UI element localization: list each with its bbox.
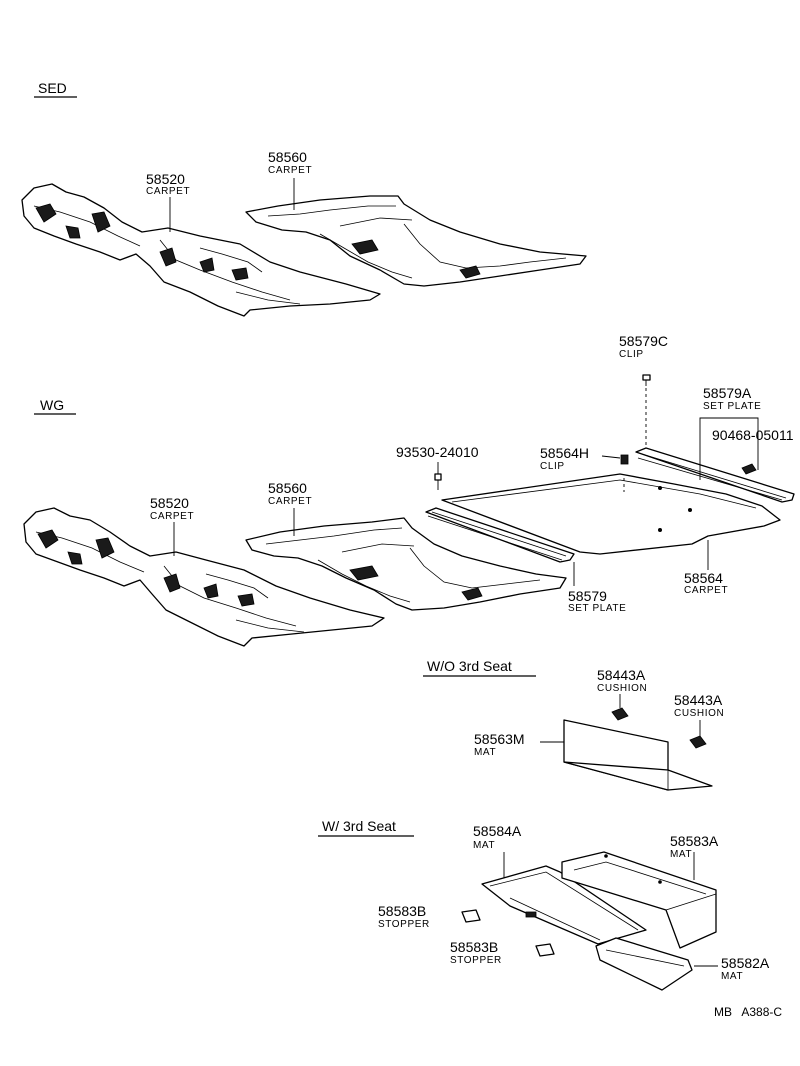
clip-58579c-drawing <box>642 374 651 386</box>
part-number-sed-58520: 58520 <box>146 171 185 187</box>
part-name-58579c: CLIP <box>619 349 644 360</box>
mat-58582a-drawing <box>595 937 693 991</box>
diagram-code: MB A388-C <box>714 1005 782 1019</box>
part-name-wg-58560: CARPET <box>268 496 312 507</box>
mat-58584a-drawing <box>481 865 647 945</box>
mat-58583a-drawing <box>561 851 717 949</box>
part-name-58443a-1: CUSHION <box>597 683 647 694</box>
w-3rd-seat-section: W/ 3rd Seat 58584A MAT 58583A MAT 5 <box>318 818 770 991</box>
part-name-58583b-1: STOPPER <box>378 919 430 930</box>
part-number-58583b-1: 58583B <box>378 903 426 919</box>
part-number-58579: 58579 <box>568 588 607 604</box>
section-title-w-3rd-seat: W/ 3rd Seat <box>322 818 396 834</box>
part-name-58584a: MAT <box>473 840 495 851</box>
part-number-58584a: 58584A <box>473 823 522 839</box>
part-number-90468-05011: 90468-05011 <box>712 427 794 443</box>
wg-front-carpet-drawing <box>23 507 385 647</box>
part-number-58563m: 58563M <box>474 731 525 747</box>
part-name-58579: SET PLATE <box>568 603 626 614</box>
wo-3rd-seat-section: W/O 3rd Seat 58443A CUSHION 58443A CUSHI… <box>423 658 724 791</box>
part-name-58443a-2: CUSHION <box>674 708 724 719</box>
part-number-wg-58520: 58520 <box>150 495 189 511</box>
wg-section: WG 58520 CARPET <box>23 333 795 647</box>
sed-rear-carpet-drawing <box>245 195 587 287</box>
clip-58564h-drawing <box>620 454 629 465</box>
part-number-58583b-2: 58583B <box>450 939 498 955</box>
part-name-58564: CARPET <box>684 585 728 596</box>
set-plate-58579a-drawing <box>635 447 795 503</box>
part-number-wg-58560: 58560 <box>268 480 307 496</box>
part-name-58583b-2: STOPPER <box>450 955 502 966</box>
sed-section: SED 58520 CARPET <box>21 80 587 317</box>
part-name-58583a: MAT <box>670 849 692 860</box>
part-number-58564h: 58564H <box>540 445 589 461</box>
part-number-93530-24010: 93530-24010 <box>396 444 479 460</box>
part-number-58582a: 58582A <box>721 955 770 971</box>
section-title-wo-3rd-seat: W/O 3rd Seat <box>427 658 512 674</box>
cushion-2-drawing <box>689 735 707 749</box>
cushion-1-drawing <box>611 707 629 721</box>
stopper-1-drawing <box>461 909 481 923</box>
stopper-2-drawing <box>535 943 555 957</box>
part-name-wg-58520: CARPET <box>150 511 194 522</box>
part-name-sed-58560: CARPET <box>268 165 312 176</box>
leader-58564h <box>601 455 621 459</box>
part-number-58443a-2: 58443A <box>674 692 723 708</box>
part-name-58579a: SET PLATE <box>703 401 761 412</box>
cargo-carpet-58564-drawing <box>441 473 781 555</box>
bracket-58579a <box>699 417 759 480</box>
section-title-sed: SED <box>38 80 67 96</box>
part-name-58564h: CLIP <box>540 461 565 472</box>
bolt-drawing <box>434 473 442 490</box>
section-title-wg: WG <box>40 397 64 413</box>
part-number-58579a: 58579A <box>703 385 752 401</box>
set-plate-58579-drawing <box>425 507 575 563</box>
wg-rear-carpet-drawing <box>245 517 567 611</box>
part-name-58582a: MAT <box>721 971 743 982</box>
sed-front-carpet-drawing <box>21 183 381 317</box>
part-number-58579c: 58579C <box>619 333 668 349</box>
screw-drawing <box>741 463 757 475</box>
part-number-sed-58560: 58560 <box>268 149 307 165</box>
mat-58563m-drawing <box>563 719 713 791</box>
part-number-58564: 58564 <box>684 570 723 586</box>
part-name-58563m: MAT <box>474 747 496 758</box>
part-name-sed-58520: CARPET <box>146 186 190 197</box>
part-number-58583a: 58583A <box>670 833 719 849</box>
part-number-58443a-1: 58443A <box>597 667 646 683</box>
